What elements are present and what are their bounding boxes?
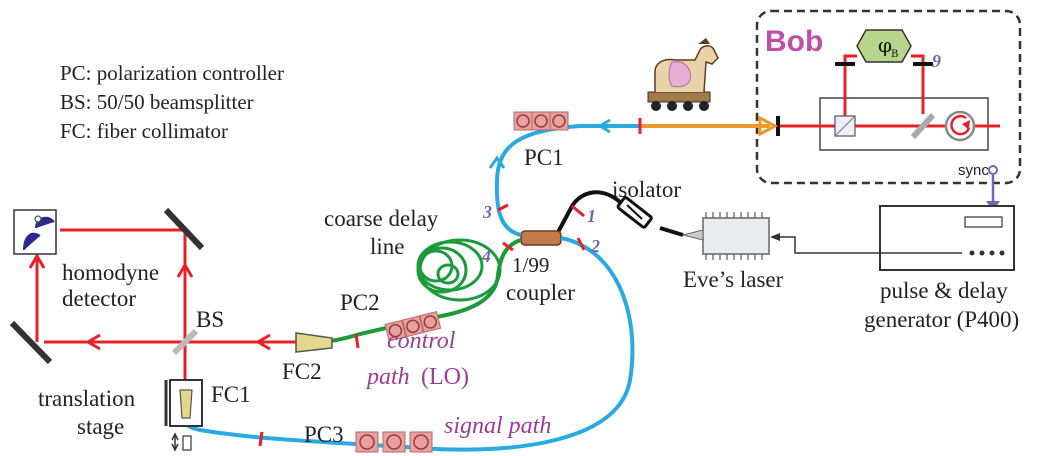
signal-path-label: signal path	[444, 413, 551, 439]
pulse-delay-generator	[879, 205, 1015, 271]
fiber-connector-pc3	[258, 431, 264, 447]
pc3	[355, 431, 433, 453]
beamsplitter	[171, 328, 199, 356]
pulse-gen-label-2: generator (P400)	[864, 307, 1019, 332]
bob-upper-arm	[843, 54, 925, 126]
legend-fc: FC: fiber collimator	[60, 119, 228, 143]
pc1	[513, 111, 569, 131]
pc3-label: PC3	[304, 422, 344, 447]
port-4-label: 4	[481, 246, 491, 266]
isolator	[616, 196, 653, 229]
lo-arrow-1	[255, 333, 271, 351]
trigger-arrow	[770, 233, 780, 241]
circulator-icon	[944, 110, 976, 142]
pc1-label: PC1	[524, 145, 564, 170]
bob-beamsplitter-cube	[834, 115, 856, 137]
control-fiber	[309, 238, 522, 344]
mirror-top-right	[163, 207, 205, 251]
port-1-label: 1	[587, 206, 596, 226]
port-1-marker	[571, 204, 585, 218]
homodyne-label-1: homodyne	[62, 260, 159, 285]
isolator-fiber	[555, 190, 622, 235]
bob-box	[755, 9, 1022, 185]
control-path-label-2: path	[365, 364, 410, 390]
port-4-marker	[502, 241, 514, 252]
fc1-translation-stage	[164, 379, 203, 452]
coupler-label-1: 1/99	[512, 253, 549, 277]
left-arrow	[28, 253, 46, 269]
homodyne-detector	[13, 209, 57, 255]
bob-interferometer-box	[819, 97, 989, 151]
fc2-label: FC2	[282, 359, 322, 384]
sync-port	[988, 165, 998, 175]
port-9-label: 9	[932, 51, 941, 71]
phase-modulator-icon: φ B	[856, 29, 912, 63]
port-3-label: 3	[482, 202, 492, 222]
trigger-cable	[780, 236, 962, 254]
lo-arrow-2	[85, 333, 101, 351]
trojan-horse-icon	[647, 38, 719, 111]
bs-label: BS	[196, 307, 224, 332]
port-2-label: 2	[590, 236, 600, 256]
sync-label: sync	[958, 162, 989, 179]
pulse-gen-label-1: pulse & delay	[880, 278, 1008, 303]
port-2-marker	[576, 237, 586, 251]
coupler	[520, 230, 562, 246]
laser-fiber	[659, 226, 684, 237]
pc2	[384, 311, 442, 342]
signal-fiber	[180, 236, 635, 452]
blue-up-arrow	[488, 155, 506, 169]
coarse-delay-label-2: line	[370, 234, 405, 259]
eves-laser	[682, 212, 770, 260]
translation-stage-label-2: stage	[77, 414, 124, 439]
legend-bs: BS: 50/50 beamsplitter	[60, 90, 254, 114]
eves-laser-label: Eve’s laser	[683, 267, 784, 292]
blue-return-arrow	[597, 118, 611, 134]
fiber-connector-pc2	[354, 333, 360, 349]
legend-pc: PC: polarization controller	[60, 61, 284, 85]
fc2-collimator	[295, 332, 333, 353]
control-path-lo-label: (LO)	[421, 364, 469, 390]
pc2-label: PC2	[340, 290, 380, 315]
bob-mirror	[910, 112, 936, 140]
port-3-marker	[497, 203, 509, 212]
orange-arrow	[758, 115, 779, 137]
coupler-label-2: coupler	[506, 280, 575, 305]
bob-label: Bob	[765, 25, 823, 58]
mirror-bottom-left	[9, 320, 53, 365]
control-path-label-1: control	[387, 328, 456, 354]
phase-subscript: B	[891, 49, 898, 60]
phase-label: φ	[878, 33, 892, 57]
fc1-label: FC1	[211, 382, 251, 407]
translation-stage-label-1: translation	[38, 386, 136, 411]
coarse-delay-label-1: coarse delay	[324, 206, 439, 231]
homodyne-label-2: detector	[62, 286, 136, 311]
signal-arrow	[176, 262, 194, 278]
